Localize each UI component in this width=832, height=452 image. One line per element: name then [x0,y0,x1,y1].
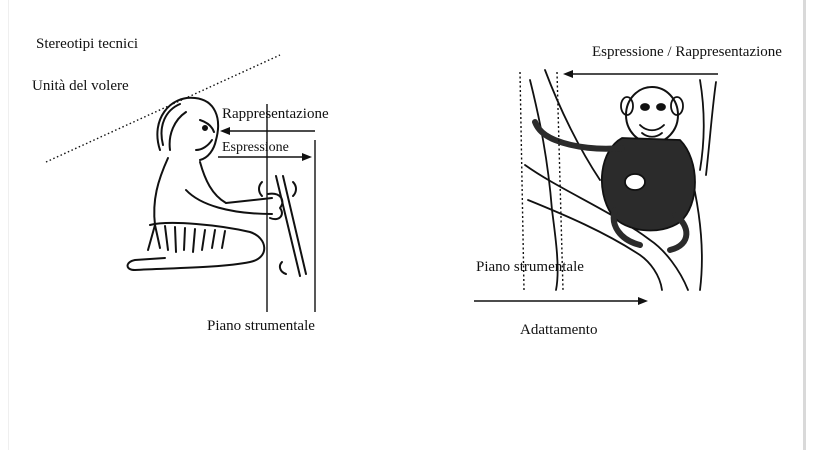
seated-human-figure [128,98,307,276]
chimpanzee-in-tree [525,70,716,290]
label-piano-strumentale-right: Piano strumentale [476,259,584,276]
label-espressione-rappresentazione: Espressione / Rappresentazione [592,44,782,61]
label-piano-strumentale-left: Piano strumentale [207,318,315,335]
espressione-rappresentazione-arrow [563,70,718,78]
label-rappresentazione: Rappresentazione [222,106,329,123]
label-unita-del-volere: Unità del volere [32,78,129,95]
adattamento-arrow [474,297,648,305]
label-espressione: Espressione [222,140,289,156]
label-stereotipi-tecnici: Stereotipi tecnici [36,36,138,53]
right-dotted-line-1 [520,72,524,290]
label-adattamento: Adattamento [520,322,597,339]
